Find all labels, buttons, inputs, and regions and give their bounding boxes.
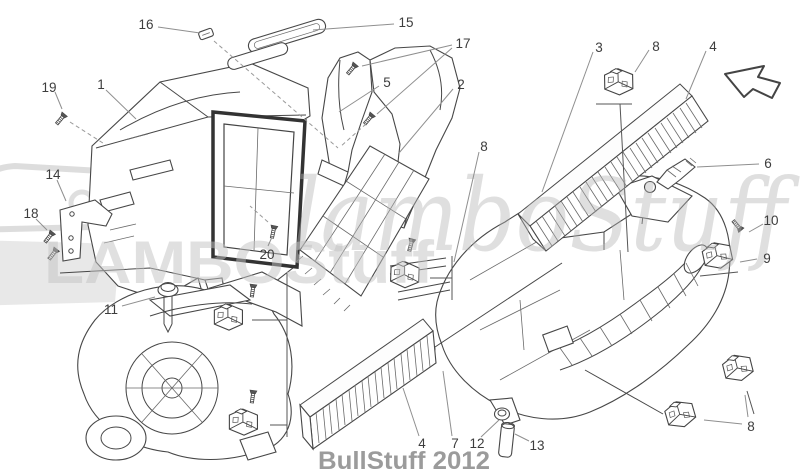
callout-4a: 4 — [709, 39, 717, 54]
cabin-filter-upper-part — [517, 83, 709, 252]
actuator-module-part — [720, 352, 755, 384]
callout-17: 17 — [455, 36, 470, 51]
callout-8b: 8 — [480, 139, 488, 154]
screw-19 — [53, 111, 68, 127]
callout-8c: 8 — [747, 419, 755, 434]
callout-12: 12 — [469, 436, 484, 451]
seal-frame-part — [211, 110, 307, 269]
evaporator-core-part — [295, 145, 430, 312]
drain-tube-part — [498, 421, 515, 458]
callout-16: 16 — [138, 17, 153, 32]
direction-arrow-up-left-icon — [724, 65, 781, 99]
callout-6: 6 — [764, 156, 772, 171]
callout-8a: 8 — [652, 39, 660, 54]
watermark-script-text: lamboStuff — [292, 157, 800, 274]
callout-11: 11 — [104, 302, 118, 317]
callout-9: 9 — [763, 251, 771, 266]
drain-cap-part — [493, 407, 511, 421]
callout-1: 1 — [97, 77, 105, 92]
callout-15: 15 — [398, 15, 413, 30]
pad-lower-part — [227, 42, 289, 70]
blower-assembly-part — [77, 271, 303, 461]
callout-14: 14 — [45, 167, 61, 182]
bracket-part — [59, 199, 113, 262]
caption-text: BullStuff 2012 — [318, 447, 490, 475]
leader-lines — [35, 23, 764, 442]
actuator-module-part — [662, 397, 698, 431]
watermark-block-text: LAMBOStuff — [44, 229, 435, 296]
callout-18: 18 — [23, 206, 38, 221]
callouts: 1 2 3 4 4 5 6 7 8 8 8 9 10 11 12 13 14 1… — [23, 15, 778, 453]
grouping-brackets — [252, 103, 755, 437]
sensor-part — [643, 157, 697, 194]
actuator-module-part — [602, 67, 635, 97]
callout-3: 3 — [595, 40, 603, 55]
callout-4b: 4 — [418, 436, 426, 451]
diagram-line-art — [41, 18, 755, 461]
callout-7: 7 — [451, 436, 459, 451]
callout-19: 19 — [41, 80, 56, 95]
clip-part — [198, 27, 214, 41]
callout-2: 2 — [457, 77, 465, 92]
callout-13: 13 — [529, 438, 544, 453]
callout-5: 5 — [383, 75, 391, 90]
cabin-filter-lower-part — [299, 318, 437, 451]
callout-10: 10 — [763, 213, 778, 228]
callout-20: 20 — [259, 247, 274, 262]
cap-part — [157, 282, 179, 334]
pad-part — [247, 18, 327, 54]
